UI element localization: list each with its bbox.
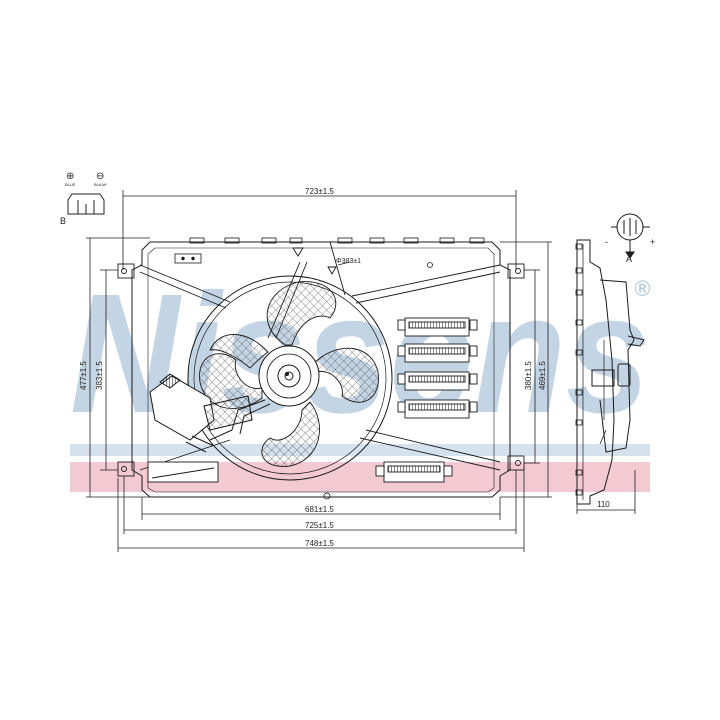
connector-b-label: B <box>60 216 66 226</box>
dimension-top-width: 723±1.5 <box>122 187 517 270</box>
plus-caption: BLUE <box>65 182 76 187</box>
dim-681-label: 681±1.5 <box>305 505 334 514</box>
dimension-right-heights <box>500 241 552 498</box>
dim-fan-diameter-label: Φ383±1 <box>336 258 361 265</box>
connector-a-label: A <box>626 254 632 264</box>
shroud-outline <box>131 241 511 498</box>
connector-b-shape <box>67 193 105 215</box>
side-view-shroud <box>576 239 615 505</box>
vent-flaps <box>397 317 478 419</box>
dim-477-label: 477±1.5 <box>79 361 88 390</box>
side-view-clips <box>575 243 583 496</box>
dim-380-label: 380±1.5 <box>524 361 533 390</box>
minus-caption: BLK/W <box>94 182 107 187</box>
dim-110-label: 110 <box>597 500 610 509</box>
fan-assembly <box>187 275 393 481</box>
fan-blade <box>266 281 337 346</box>
dimension-depth <box>576 470 636 514</box>
connector-b-detail: ⊕ ⊖ BLUE BLK/W B <box>60 171 107 226</box>
side-view <box>575 239 645 505</box>
bottom-vent-left <box>147 461 219 483</box>
bottom-vents <box>147 461 453 483</box>
resistor-module <box>149 373 253 453</box>
dimension-bottom-widths <box>117 470 525 552</box>
fan-ring-outer <box>187 275 393 481</box>
watermark-registered-mark: ® <box>634 276 651 301</box>
connector-a-minus: - <box>605 237 608 247</box>
connector-a-plus: + <box>650 237 655 247</box>
fan-blades <box>199 281 379 467</box>
fan-blade <box>261 401 320 467</box>
dim-723-label: 723±1.5 <box>305 187 334 196</box>
fan-blade <box>209 334 269 369</box>
dim-383-label: 383±1.5 <box>95 361 104 390</box>
dimension-fan-diameter: Φ383±1 <box>336 258 361 266</box>
fan-blade <box>314 347 379 403</box>
dim-725-label: 725±1.5 <box>305 521 334 530</box>
plus-symbol: ⊕ <box>66 171 74 182</box>
dim-469-label: 469±1.5 <box>538 361 547 390</box>
connector-a-detail <box>611 213 650 259</box>
dim-748-label: 748±1.5 <box>305 539 334 548</box>
fan-ring-inner <box>193 281 387 475</box>
top-clips <box>189 237 485 244</box>
minus-symbol: ⊖ <box>96 171 104 182</box>
side-view-motor <box>599 279 635 453</box>
